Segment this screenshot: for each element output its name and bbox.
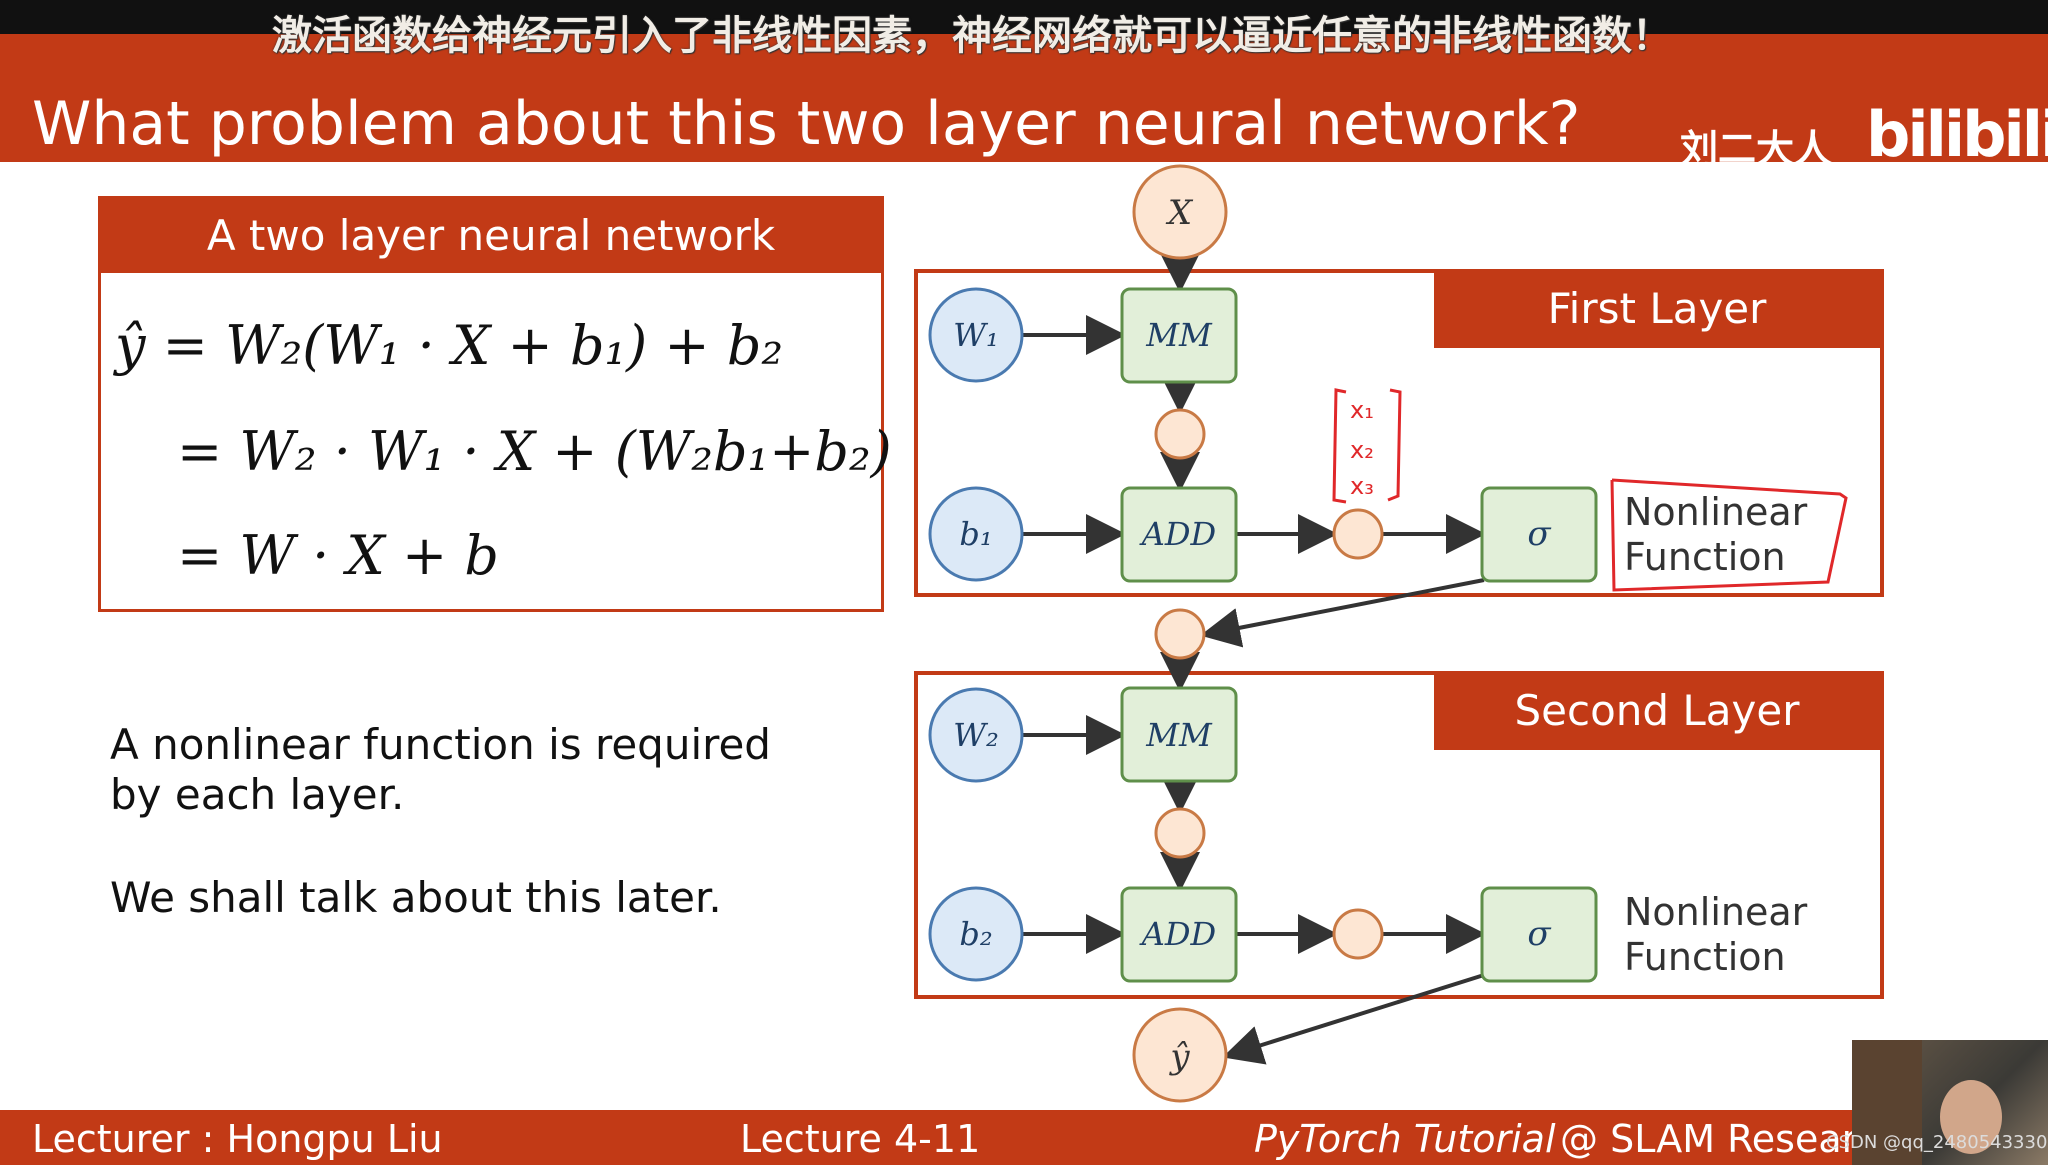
output-label: ŷ <box>1168 1037 1190 1077</box>
footer-org: @ SLAM Resear <box>1560 1117 1858 1161</box>
equation-box: A two layer neural network ŷ = W₂(W₁ · X… <box>98 196 892 612</box>
handwritten-bracket-right <box>1387 388 1402 502</box>
nonlinear2-line2: Function <box>1624 935 1786 979</box>
note-line-1: A nonlinear function is required <box>110 720 771 769</box>
mm1-label: MM <box>1145 316 1213 354</box>
sigma2-node <box>1480 886 1598 983</box>
output-node <box>1132 1007 1228 1103</box>
video-top-bar <box>0 0 2048 34</box>
second-layer-title-bar <box>1434 675 1880 750</box>
webcam-presenter <box>1940 1080 2002 1154</box>
w1-node <box>928 287 1024 383</box>
handwritten-x3: x₃ <box>1350 472 1374 500</box>
add1-label: ADD <box>1139 515 1216 553</box>
handwritten-x2: x₂ <box>1350 436 1374 464</box>
video-subtitle: 激活函数给神经元引入了非线性因素，神经网络就可以逼近任意的非线性函数！ <box>272 13 1672 59</box>
equation-line-1: ŷ = W₂(W₁ · X + b₁) + b₂ <box>115 314 784 377</box>
handwritten-x1: x₁ <box>1350 396 1374 424</box>
input-label: X <box>1165 193 1194 233</box>
second-layer-title: Second Layer <box>1514 686 1800 735</box>
footer-lecture-number: Lecture 4-11 <box>740 1117 981 1161</box>
w2-node <box>928 687 1024 783</box>
mm1-output-node <box>1154 408 1206 460</box>
note-line-2: by each layer. <box>110 770 405 819</box>
b1-label: b₁ <box>959 515 992 553</box>
equation-line-3: = W · X + b <box>177 524 499 587</box>
equation-line-2: = W₂ · W₁ · X + (W₂b₁+b₂) <box>177 420 892 483</box>
hidden-node <box>1154 608 1206 660</box>
sigma1-node <box>1480 486 1598 583</box>
input-node <box>1132 164 1228 260</box>
b1-node <box>928 486 1024 582</box>
add1-output-node <box>1332 508 1384 560</box>
footer-course: PyTorch Tutorial <box>1254 1117 1556 1161</box>
handwritten-nonlinear-box <box>1610 478 1848 592</box>
first-layer-title-bar <box>1434 273 1880 348</box>
csdn-watermark: CSDN @qq_2480543330 <box>1826 1132 2048 1153</box>
mm2-label: MM <box>1145 716 1213 754</box>
nonlinear1-line1: Nonlinear <box>1624 490 1808 534</box>
mm1-node <box>1120 287 1238 384</box>
second-layer-frame <box>914 671 1884 999</box>
note-line-3: We shall talk about this later. <box>110 873 722 922</box>
slide-title: What problem about this two layer neural… <box>32 89 1581 159</box>
bilibili-logo: bilibili <box>1866 98 2048 171</box>
add2-output-node <box>1332 908 1384 960</box>
add2-label: ADD <box>1139 915 1216 953</box>
slide-header: What problem about this two layer neural… <box>0 34 2048 168</box>
b2-node <box>928 886 1024 982</box>
nonlinear1-line2: Function <box>1624 535 1786 579</box>
mm2-output-node <box>1154 807 1206 859</box>
slide-footer: Lecturer : Hongpu Liu Lecture 4-11 PyTor… <box>0 1110 2048 1165</box>
add2-node <box>1120 886 1238 983</box>
webcam-bookshelf <box>1852 1040 1922 1165</box>
sigma1-label: σ <box>1527 514 1551 554</box>
w1-label: W₁ <box>953 316 999 354</box>
equation-box-header: A two layer neural network <box>101 199 881 273</box>
webcam-overlay <box>1852 1040 2048 1165</box>
w2-label: W₂ <box>953 716 999 754</box>
add1-node <box>1120 486 1238 583</box>
nonlinear2-line1: Nonlinear <box>1624 890 1808 934</box>
first-layer-title: First Layer <box>1548 284 1768 333</box>
sigma2-label: σ <box>1527 914 1551 954</box>
arrow-sigma2-to-output <box>1222 973 1485 1065</box>
mm2-node <box>1120 686 1238 783</box>
arrow-sigma1-to-hidden <box>1200 578 1485 648</box>
handwritten-bracket-left <box>1332 388 1347 504</box>
b2-label: b₂ <box>959 915 992 953</box>
footer-lecturer: Lecturer : Hongpu Liu <box>32 1117 443 1161</box>
brand-author: 刘二大人 <box>1680 127 1833 171</box>
